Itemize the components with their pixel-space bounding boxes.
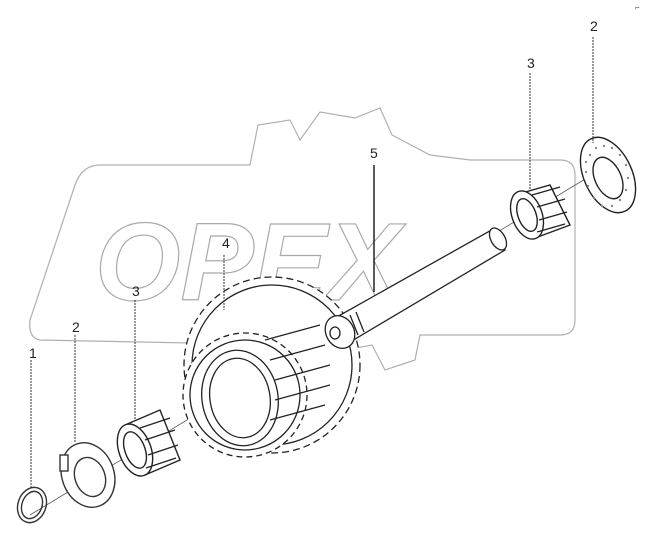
callout-3-right: 3 [527,55,535,71]
callout-1: 1 [29,345,37,361]
needle-bearing-right-icon [509,184,571,240]
watermark-gear-outline [29,107,576,381]
callout-3-left: 3 [132,283,140,299]
double-gear-icon [182,276,361,458]
thrust-washer-right-icon [579,136,637,214]
callout-2-right: 2 [590,18,598,34]
corner-mark: ⌐ [635,3,640,12]
shaft-icon [324,227,508,349]
callout-2-left: 2 [72,319,80,335]
ring-washer-icon [16,486,48,524]
thrust-washer-left-icon [59,442,116,508]
callout-5: 5 [370,145,378,161]
needle-bearing-left-icon [116,409,181,477]
callout-4: 4 [222,235,230,251]
